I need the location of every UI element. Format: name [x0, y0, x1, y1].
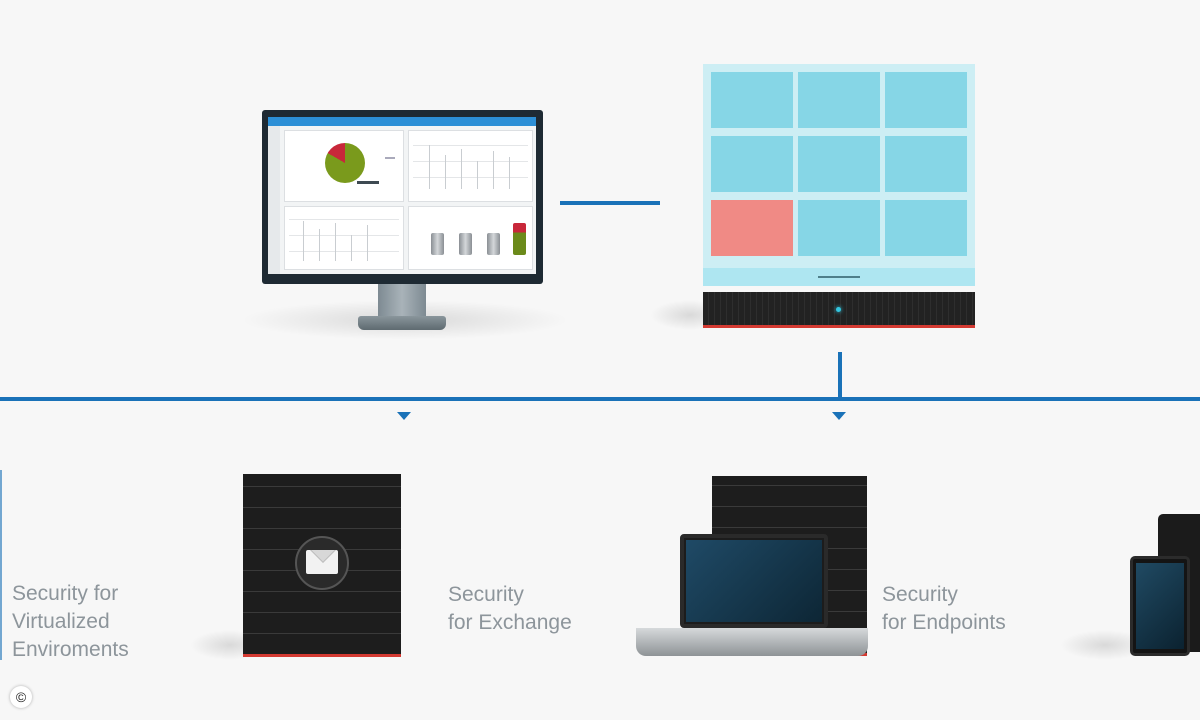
tile: [798, 200, 880, 256]
tablet-screen: [1136, 563, 1184, 649]
monitor-stand-foot: [358, 316, 446, 330]
tile: [711, 136, 793, 192]
tile: [885, 136, 967, 192]
dashboard-panel-bars-bottom: [284, 206, 404, 270]
arrow-down-icon: [832, 412, 846, 420]
arrow-down-icon: [397, 412, 411, 420]
tile: [798, 72, 880, 128]
tile: [885, 72, 967, 128]
envelope-icon: [306, 550, 338, 574]
distribution-bus-line: [0, 397, 1200, 401]
dashboard-topbar: [268, 117, 536, 126]
tile-alert: [711, 200, 793, 256]
appliance-led-icon: [836, 307, 841, 312]
dashboard-screenshot: [268, 117, 536, 274]
label-exchange: Security for Exchange: [448, 583, 572, 634]
pie-chart-icon: [325, 143, 365, 183]
dashboard-sidebar: [268, 126, 280, 274]
label-virtualized: Security for Virtualized Enviroments: [12, 582, 129, 661]
connector-appliance-bus: [838, 352, 842, 398]
pie-legend-text: [385, 157, 395, 159]
laptop-base: [636, 628, 868, 656]
dashboard-panel-gauges: [408, 206, 533, 270]
tile: [885, 200, 967, 256]
pie-legend-bar: [357, 181, 379, 184]
tile: [711, 72, 793, 128]
tile-grid-appliance: [703, 64, 975, 269]
laptop-screen: [686, 540, 822, 622]
copyright-badge: ©: [10, 686, 32, 708]
dashboard-panel-bars-top: [408, 130, 533, 202]
tile: [798, 136, 880, 192]
gauge-cylinder: [431, 233, 444, 255]
gauge-cylinder-alert: [513, 223, 526, 255]
left-edge-marker: [0, 470, 2, 660]
tile-grid-footer-label: [818, 276, 860, 278]
gauge-cylinder: [487, 233, 500, 255]
label-endpoints: Security for Endpoints: [882, 583, 1006, 634]
gauge-cylinder: [459, 233, 472, 255]
dashboard-panel-pie: [284, 130, 404, 202]
monitor-stand-neck: [378, 284, 426, 318]
connector-console-appliance: [560, 201, 660, 205]
